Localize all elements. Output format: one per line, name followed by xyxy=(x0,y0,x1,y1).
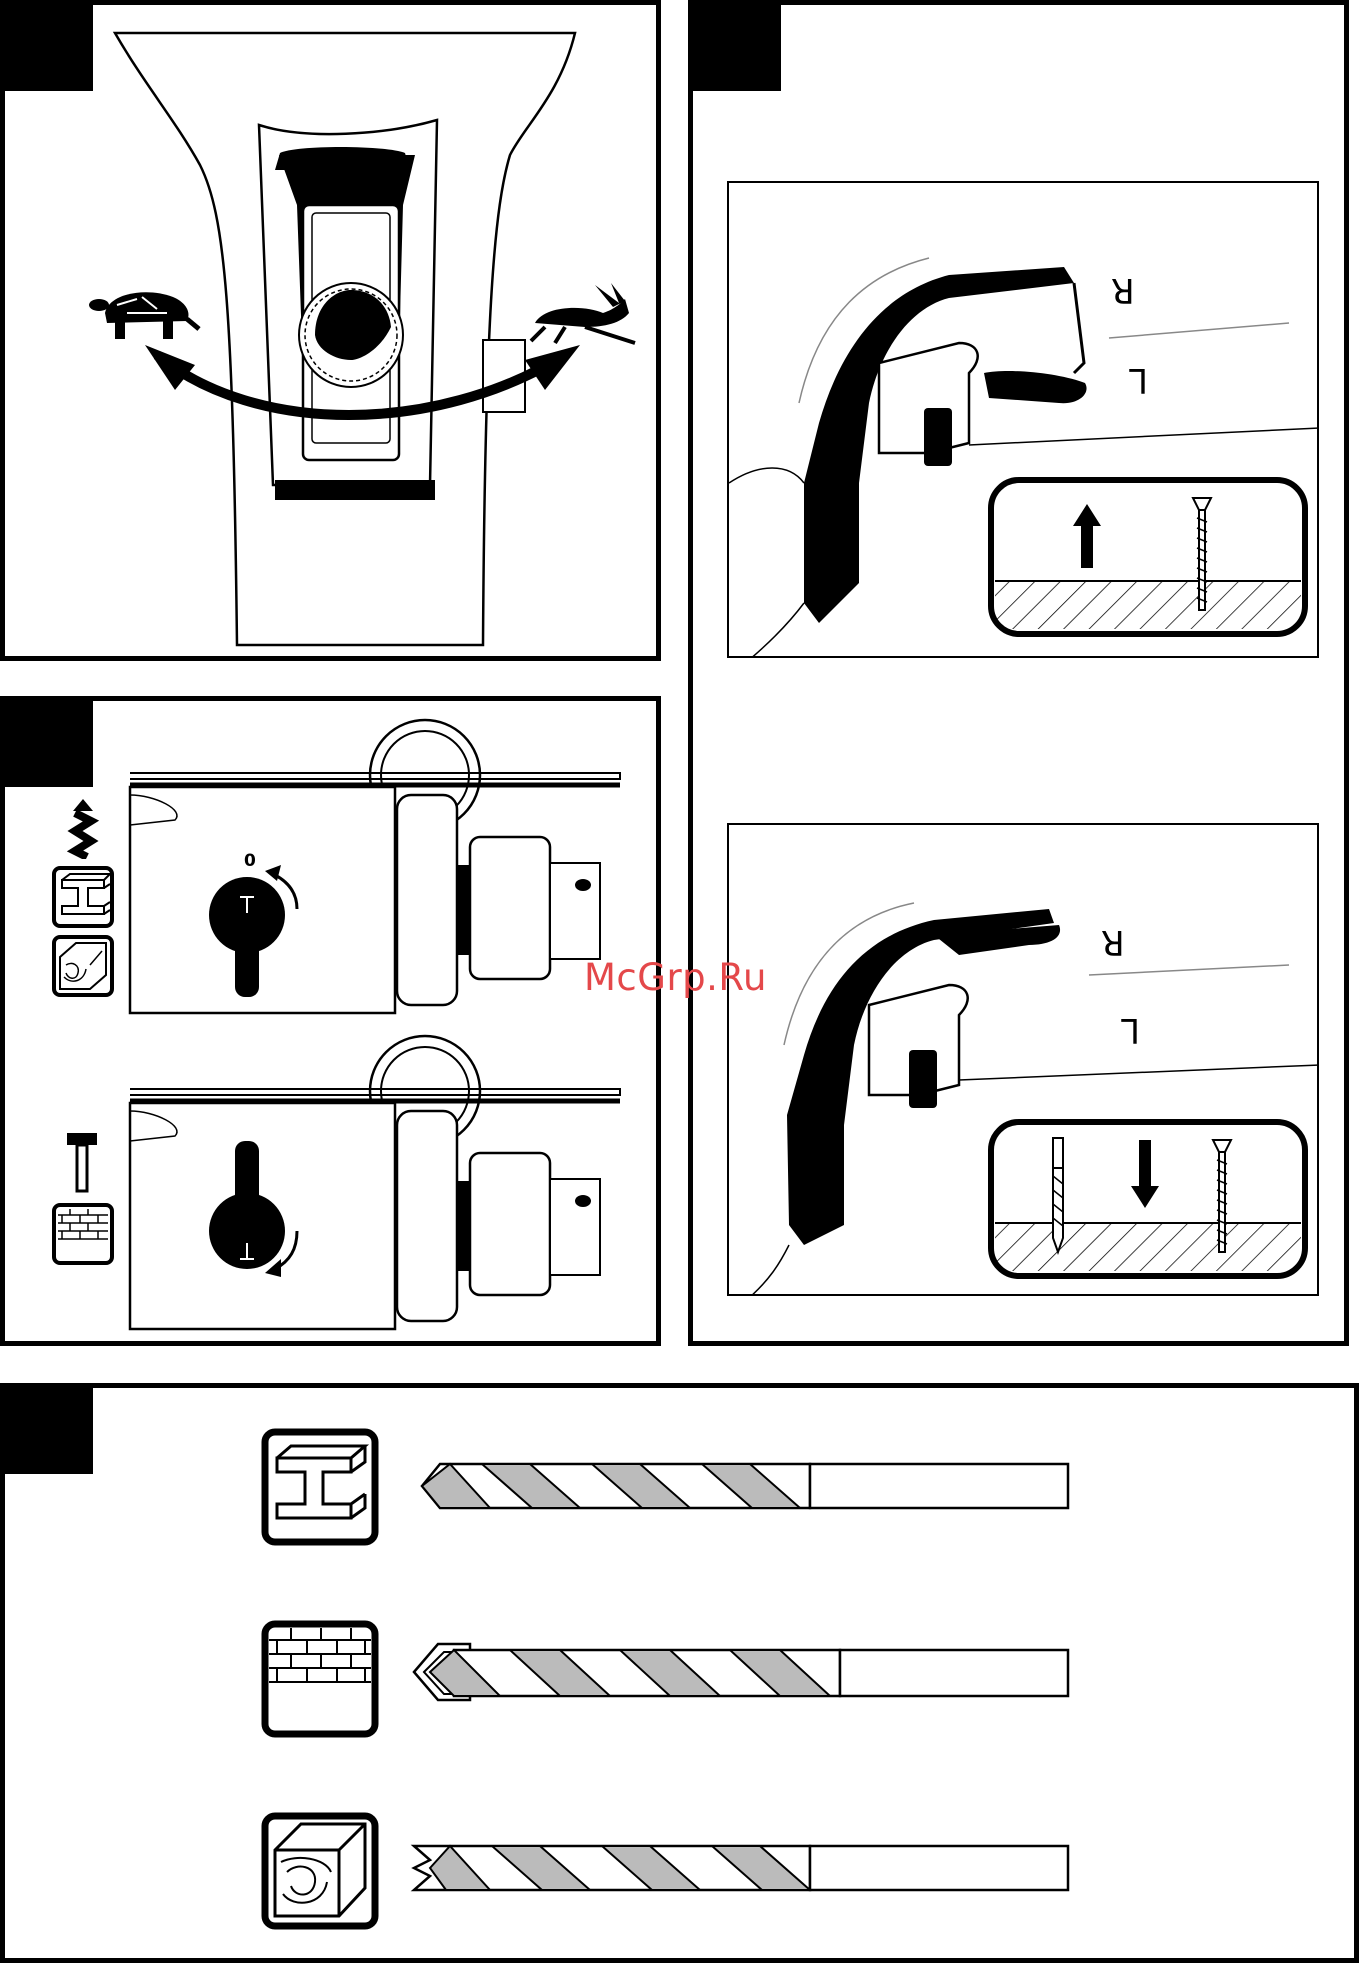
dial-zero-label: 0 xyxy=(244,851,256,871)
panel-rotation-direction: R L xyxy=(688,0,1349,1346)
drill-bit-icon xyxy=(63,799,103,859)
tortoise-icon xyxy=(87,283,207,353)
screw-out-inset xyxy=(987,476,1309,638)
masonry-drill-bit xyxy=(410,1638,1070,1708)
step-number-box xyxy=(5,701,93,787)
drill-bit-icon xyxy=(1053,1138,1063,1252)
step-number-box xyxy=(693,5,781,91)
brick-wall-icon xyxy=(261,1620,379,1738)
panel-drill-bits xyxy=(0,1383,1359,1963)
hammer-mode-illustration xyxy=(125,1031,661,1331)
rotation-left-frame: R L xyxy=(727,823,1319,1296)
watermark: McGrp.Ru xyxy=(584,956,767,999)
brick-wall-icon xyxy=(52,1203,114,1265)
panel-speed-selector xyxy=(0,0,661,661)
screw-in-inset xyxy=(987,1118,1309,1280)
metal-drill-bit xyxy=(410,1458,1070,1518)
wood-drill-bit xyxy=(410,1840,1070,1900)
panel-mode-selector: 0 xyxy=(0,696,661,1346)
label-l: L xyxy=(1121,1013,1140,1047)
wood-log-icon xyxy=(261,1812,379,1930)
label-l: L xyxy=(1129,363,1148,397)
wood-log-icon xyxy=(52,935,114,997)
label-r: R xyxy=(1111,273,1135,307)
steel-beam-icon xyxy=(52,866,114,928)
hare-icon xyxy=(525,283,645,353)
rotation-right-frame: R L xyxy=(727,181,1319,658)
drill-mode-illustration xyxy=(125,715,661,1015)
hammer-icon xyxy=(63,1131,103,1193)
steel-beam-icon xyxy=(261,1428,379,1546)
step-number-box xyxy=(5,1388,93,1474)
label-r: R xyxy=(1101,925,1125,959)
